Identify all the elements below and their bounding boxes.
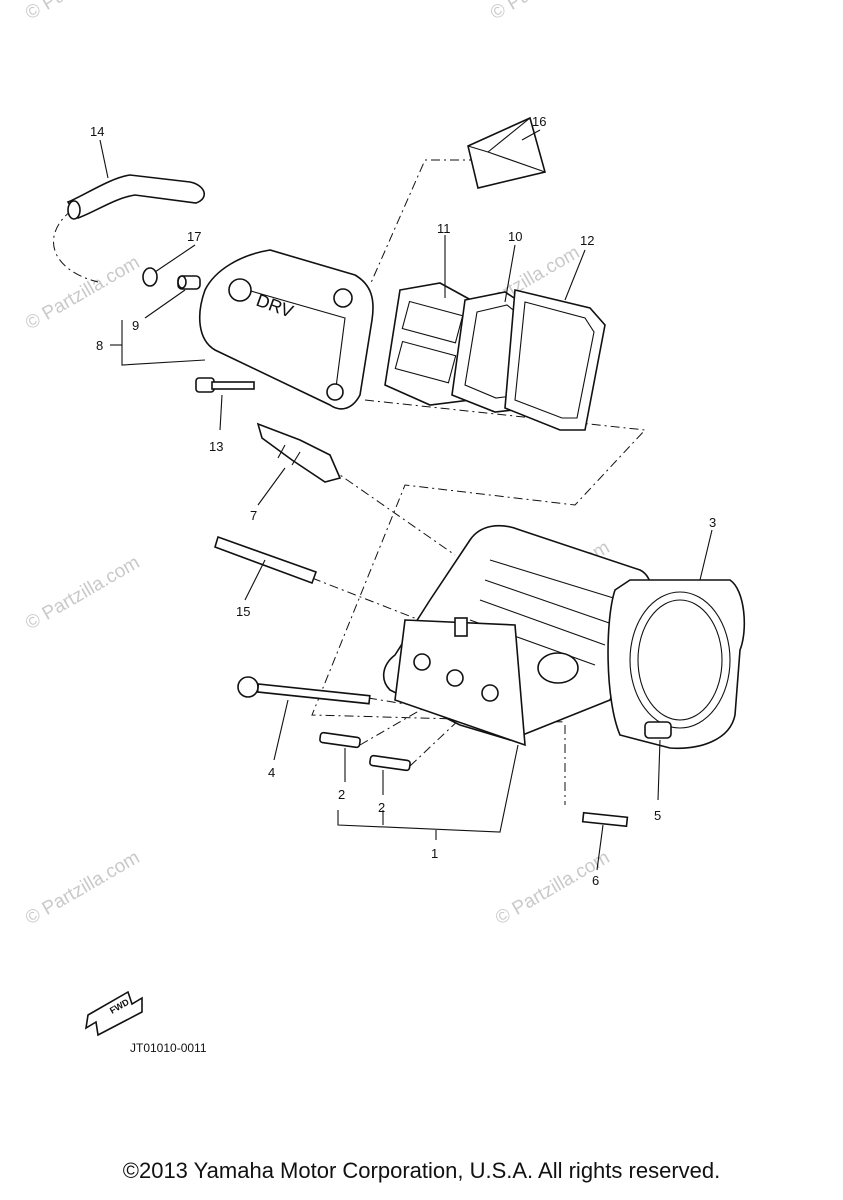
- callout-13: 13: [209, 439, 223, 454]
- callout-15: 15: [236, 604, 250, 619]
- part-4-bolt: [237, 676, 371, 705]
- callout-9: 9: [132, 318, 139, 333]
- reference-code: JT01010-0011: [130, 1041, 207, 1055]
- watermark: © Partzilla.com: [22, 847, 143, 929]
- part-16-block: [467, 116, 546, 189]
- callout-2: 2: [378, 800, 385, 815]
- callout-7: 7: [250, 508, 257, 523]
- callout-10: 10: [508, 229, 522, 244]
- callout-14: 14: [90, 124, 104, 139]
- watermark: © Partzilla.com: [492, 847, 613, 929]
- callout-1: 1: [431, 846, 438, 861]
- part-9-fitting: [177, 275, 201, 290]
- part-2-dowel: [369, 754, 411, 772]
- part-15-stud: [214, 535, 318, 585]
- callout-6: 6: [592, 873, 599, 888]
- part-3-head-gasket: [607, 579, 746, 750]
- part-8-head-cover: DRV: [199, 249, 374, 410]
- watermark: © Partzilla.com: [22, 0, 143, 24]
- part-1-cylinder-head: [382, 524, 653, 747]
- callout-11: 11: [437, 221, 451, 236]
- part-13-bolt: [195, 377, 255, 393]
- fwd-arrow-icon: FWD: [84, 990, 143, 1037]
- callout-12: 12: [580, 233, 594, 248]
- part-17-clamp: [142, 267, 158, 287]
- watermark: © Partzilla.com: [487, 0, 608, 24]
- copyright-notice: ©2013 Yamaha Motor Corporation, U.S.A. A…: [122, 1158, 721, 1183]
- watermark: © Partzilla.com: [22, 252, 143, 334]
- callout-5: 5: [654, 808, 661, 823]
- part-12-gasket: [504, 289, 606, 431]
- callout-4: 4: [268, 765, 275, 780]
- part-14-hose: [66, 174, 206, 220]
- callout-8: 8: [96, 338, 103, 353]
- part-5-dowel: [644, 721, 672, 739]
- watermark: © Partzilla.com: [22, 552, 143, 634]
- callouts: 1 2 2 3 4 5 6 7 8 9 10 11 12 13 14 15 16…: [90, 114, 716, 888]
- callout-2: 2: [338, 787, 345, 802]
- callout-16: 16: [532, 114, 546, 129]
- callout-17: 17: [187, 229, 201, 244]
- leader-lines: [99, 129, 713, 871]
- part-6-stud: [581, 811, 629, 828]
- part-2-dowel: [319, 731, 361, 749]
- callout-3: 3: [709, 515, 716, 530]
- part-7-spark-plug: [256, 422, 342, 483]
